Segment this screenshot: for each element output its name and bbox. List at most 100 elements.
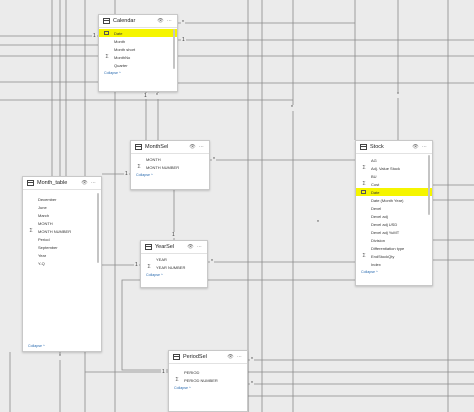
field-row[interactable]: Date — [356, 188, 432, 196]
cardinality-label: * — [396, 92, 400, 98]
calendar-table-header[interactable]: Calendar 👁 ⋯ — [99, 15, 177, 28]
yearsel-collapse-link[interactable]: Collapse ^ — [146, 273, 163, 277]
month-table-header[interactable]: Month_table 👁 ⋯ — [23, 177, 101, 190]
field-name: PERIOD — [184, 369, 200, 375]
field-row[interactable]: June — [23, 203, 101, 211]
field-row[interactable]: Σ EndStockQty — [356, 252, 432, 260]
stock-collapse-link[interactable]: Collapse ^ — [361, 270, 378, 274]
field-row[interactable]: Devel — [356, 204, 432, 212]
field-name: Quarter — [114, 62, 128, 68]
monthsel-table-title: MonthSel — [145, 144, 169, 150]
field-row[interactable]: Index — [356, 260, 432, 268]
field-name: Cost — [371, 181, 380, 187]
table-icon — [360, 144, 367, 150]
field-name: BU — [371, 173, 377, 179]
cardinality-label: 1 — [171, 232, 176, 238]
cardinality-label: 1 — [92, 33, 97, 39]
field-row[interactable]: YEAR — [141, 255, 207, 263]
field-row[interactable]: AG — [356, 156, 432, 164]
periodsel-table-title: PeriodSel — [183, 354, 207, 360]
cardinality-label: * — [250, 381, 254, 387]
periodsel-collapse-link[interactable]: Collapse ^ — [174, 386, 191, 390]
field-name: EndStockQty — [371, 253, 395, 259]
field-row[interactable]: December — [23, 195, 101, 203]
sigma-icon: Σ — [362, 165, 366, 171]
yearsel-table-header[interactable]: YearSel 👁 ⋯ — [141, 241, 207, 254]
field-name: Differentiation type — [371, 245, 405, 251]
sigma-icon: Σ — [147, 264, 151, 270]
field-row[interactable]: March — [23, 211, 101, 219]
visibility-icon[interactable]: 👁 ⋯ — [227, 354, 243, 360]
calendar-icon — [361, 190, 366, 194]
cardinality-label: * — [181, 20, 185, 26]
field-row[interactable]: MONTH — [23, 219, 101, 227]
visibility-icon[interactable]: 👁 ⋯ — [189, 144, 205, 150]
field-row[interactable]: MONTH — [131, 155, 209, 163]
field-name: MONTH — [146, 156, 161, 162]
field-row[interactable]: Division — [356, 236, 432, 244]
cardinality-label: * — [250, 357, 254, 363]
field-row[interactable]: Year — [23, 251, 101, 259]
field-name: Month — [114, 38, 126, 44]
field-name: MONTH NUMBER — [146, 164, 180, 170]
calendar-table-title: Calendar — [113, 18, 136, 24]
visibility-icon[interactable]: 👁 ⋯ — [81, 180, 97, 186]
field-row[interactable]: Period — [23, 235, 101, 243]
month-table-collapse-link[interactable]: Collapse ^ — [28, 344, 45, 348]
stock-scrollbar[interactable] — [428, 155, 430, 215]
field-row[interactable]: Devel adj USD — [356, 220, 432, 228]
month-table-scrollbar[interactable] — [97, 193, 99, 263]
field-name: Year — [38, 252, 47, 258]
visibility-icon[interactable]: 👁 ⋯ — [187, 244, 203, 250]
field-name: Date (Month Year) — [371, 197, 404, 203]
field-row[interactable]: Date (Month Year) — [356, 196, 432, 204]
table-icon — [27, 180, 34, 186]
calendar-collapse-link[interactable]: Collapse ^ — [104, 71, 121, 75]
sigma-icon: Σ — [362, 253, 366, 259]
field-row[interactable]: PERIOD — [169, 368, 247, 376]
field-row[interactable]: Differentiation type — [356, 244, 432, 252]
field-name: Date — [371, 189, 380, 195]
field-row[interactable]: Devel adj — [356, 212, 432, 220]
monthsel-table-header[interactable]: MonthSel 👁 ⋯ — [131, 141, 209, 154]
yearsel-table-title: YearSel — [155, 244, 175, 250]
field-row[interactable]: Devel adj YuMT — [356, 228, 432, 236]
sigma-icon: Σ — [175, 377, 179, 383]
visibility-icon[interactable]: 👁 ⋯ — [412, 144, 428, 150]
field-row[interactable]: September — [23, 243, 101, 251]
field-row[interactable]: Quarter — [99, 61, 177, 69]
field-row[interactable]: Month short — [99, 45, 177, 53]
field-row[interactable]: Date — [99, 29, 177, 37]
calendar-scrollbar[interactable] — [173, 29, 175, 69]
cardinality-label: 1 — [134, 262, 139, 268]
field-name: Month short — [114, 46, 136, 52]
field-name: Y-Q — [38, 260, 45, 266]
visibility-icon[interactable]: 👁 ⋯ — [157, 18, 173, 24]
field-row[interactable]: Y-Q — [23, 259, 101, 267]
field-name: Period — [38, 236, 50, 242]
stock-table-header[interactable]: Stock 👁 ⋯ — [356, 141, 432, 154]
monthsel-collapse-link[interactable]: Collapse ^ — [136, 173, 153, 177]
periodsel-table-header[interactable]: PeriodSel 👁 ⋯ — [169, 351, 247, 364]
field-row[interactable]: Month — [99, 37, 177, 45]
field-row[interactable]: BU — [356, 172, 432, 180]
cardinality-label: * — [155, 93, 159, 99]
